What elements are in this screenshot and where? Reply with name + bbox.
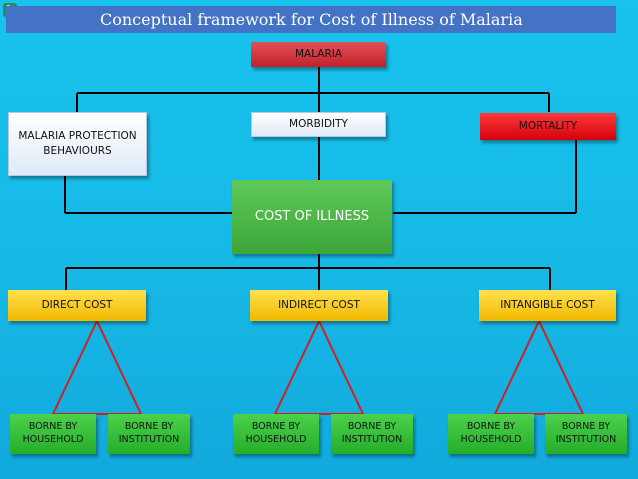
direct-borne-by-institution: BORNE BY INSTITUTION (108, 414, 190, 454)
triangle-intangible (493, 318, 585, 415)
mortality-node: MORTALITY (480, 113, 616, 140)
page-title: Conceptual framework for Cost of Illness… (100, 10, 523, 29)
indirect-borne-by-household: BORNE BY HOUSEHOLD (233, 414, 319, 454)
title-bar: Conceptual framework for Cost of Illness… (6, 6, 616, 33)
direct-cost-node: DIRECT COST (8, 290, 146, 321)
intangible-borne-by-institution: BORNE BY INSTITUTION (545, 414, 627, 454)
intangible-cost-node: INTANGIBLE COST (479, 290, 616, 321)
morbidity-node: MORBIDITY (251, 112, 386, 137)
intangible-borne-by-household: BORNE BY HOUSEHOLD (448, 414, 534, 454)
malaria-node: MALARIA (251, 42, 386, 67)
indirect-cost-node: INDIRECT COST (250, 290, 388, 321)
indirect-borne-by-institution: BORNE BY INSTITUTION (331, 414, 413, 454)
triangle-indirect (273, 318, 365, 415)
triangle-direct (51, 318, 143, 415)
malaria-protection-behaviours-node: MALARIA PROTECTION BEHAVIOURS (8, 112, 147, 176)
cost-of-illness-node: COST OF ILLNESS (232, 180, 392, 254)
direct-borne-by-household: BORNE BY HOUSEHOLD (10, 414, 96, 454)
